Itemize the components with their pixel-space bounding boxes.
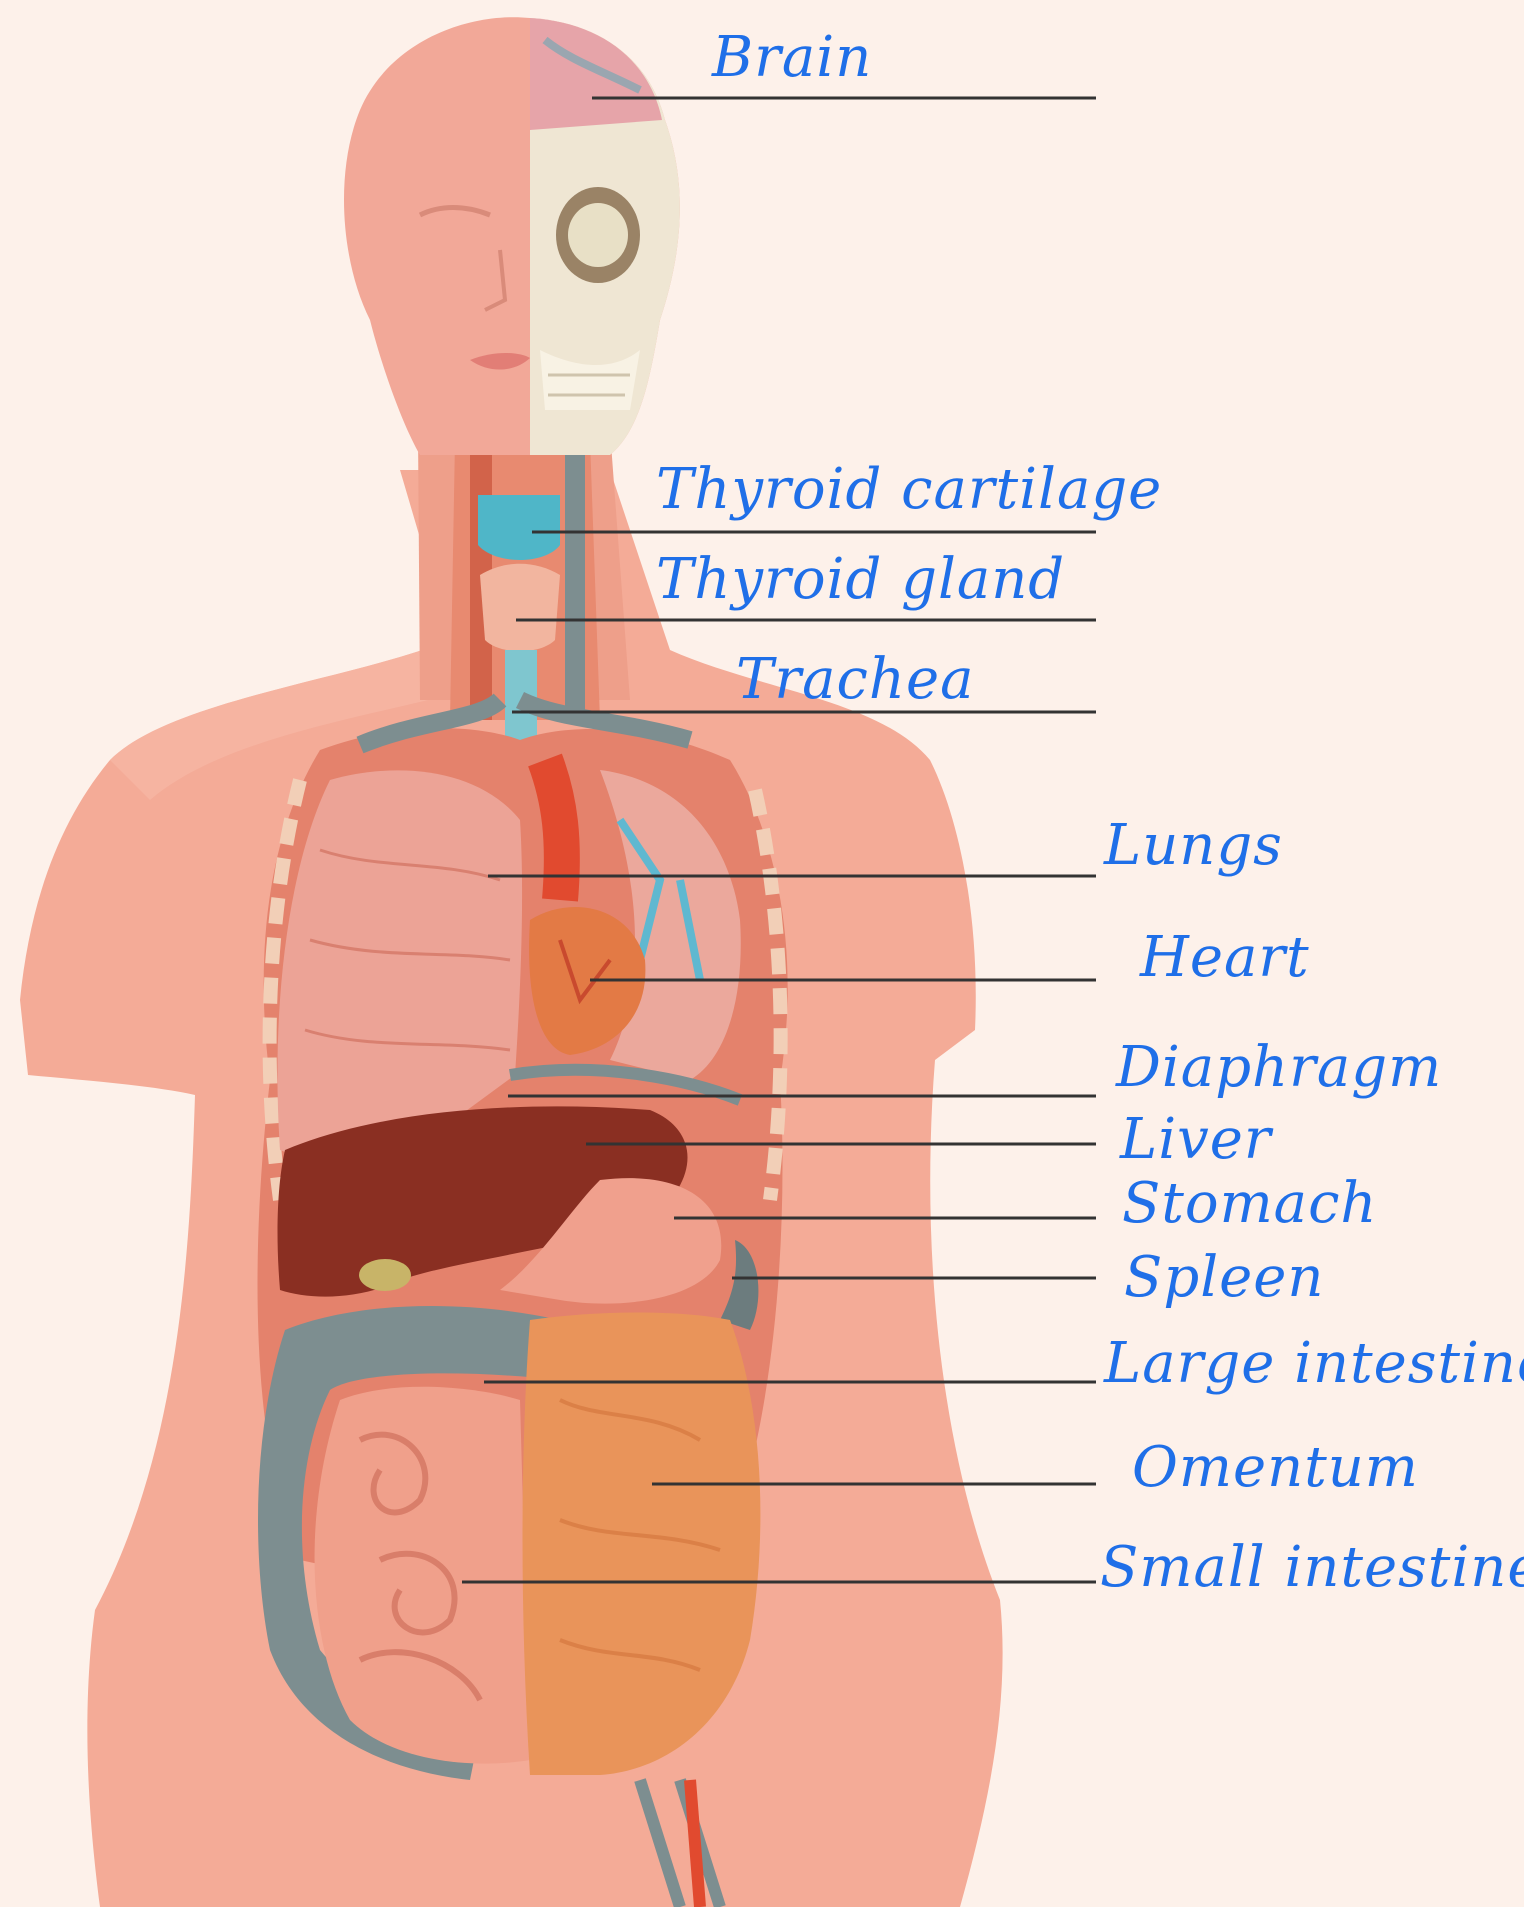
label-small-intestine: Small intestine [1100, 1540, 1524, 1596]
label-heart: Heart [1140, 930, 1310, 986]
label-spleen: Spleen [1124, 1250, 1324, 1306]
label-large-intestine: Large intestine [1104, 1336, 1524, 1392]
label-lungs: Lungs [1104, 818, 1283, 874]
label-brain: Brain [712, 30, 872, 86]
label-omentum: Omentum [1132, 1440, 1419, 1496]
label-trachea: Trachea [736, 652, 974, 708]
label-stomach: Stomach [1122, 1176, 1378, 1232]
label-thyroid-gland: Thyroid gland [656, 552, 1065, 608]
label-liver: Liver [1120, 1112, 1272, 1168]
label-thyroid-cartilage: Thyroid cartilage [656, 462, 1162, 518]
label-diaphragm: Diaphragm [1116, 1040, 1442, 1096]
